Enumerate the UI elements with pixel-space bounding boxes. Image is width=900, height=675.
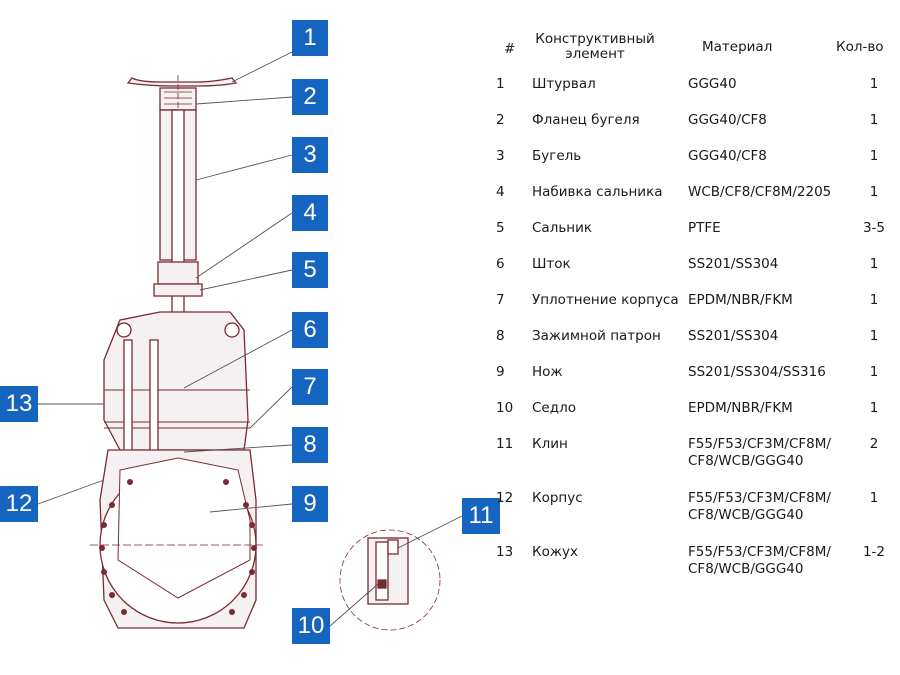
handwheel [126, 77, 238, 87]
row-quantity: 1 [869, 490, 879, 506]
row-number: 2 [496, 112, 505, 128]
row-number: 9 [496, 364, 505, 380]
row-quantity: 1 [869, 256, 879, 272]
row-material: F55/F53/CF3M/CF8M/ CF8/WCB/GGG40 [688, 544, 831, 577]
row-material: EPDM/NBR/FKM [688, 292, 793, 308]
row-material: PTFE [688, 220, 721, 236]
row-quantity: 1 [869, 112, 879, 128]
row-material: EPDM/NBR/FKM [688, 400, 793, 416]
row-element: Нож [532, 364, 563, 380]
row-material: SS201/SS304/SS316 [688, 364, 826, 380]
row-number: 8 [496, 328, 505, 344]
row-quantity: 1 [869, 76, 879, 92]
callout-3: 3 [292, 137, 328, 173]
row-element: Сальник [532, 220, 593, 236]
callout-11: 11 [462, 498, 500, 534]
header-element: Конструктивный элемент [535, 31, 655, 62]
callout-10: 10 [292, 608, 330, 644]
row-number: 13 [496, 544, 514, 560]
callout-2: 2 [292, 79, 328, 115]
detail-circle [339, 529, 441, 631]
row-number: 4 [496, 184, 505, 200]
header-material: Материал [702, 39, 773, 55]
callout-13: 13 [0, 386, 38, 422]
row-material: WCB/CF8/CF8M/2205 [688, 184, 832, 200]
row-material: SS201/SS304 [688, 328, 779, 344]
row-number: 11 [496, 436, 514, 452]
row-material: F55/F53/CF3M/CF8M/ CF8/WCB/GGG40 [688, 490, 831, 523]
callout-6: 6 [292, 312, 328, 348]
row-quantity: 1 [869, 184, 879, 200]
row-quantity: 3-5 [862, 220, 886, 236]
row-quantity: 1 [869, 364, 879, 380]
row-element: Набивка сальника [532, 184, 663, 200]
row-quantity: 1 [869, 400, 879, 416]
callout-5: 5 [292, 252, 328, 288]
row-element: Корпус [532, 490, 583, 506]
row-element: Клин [532, 436, 568, 452]
row-material: F55/F53/CF3M/CF8M/ CF8/WCB/GGG40 [688, 436, 831, 469]
row-element: Кожух [532, 544, 578, 560]
row-number: 3 [496, 148, 505, 164]
row-element: Штурвал [532, 76, 596, 92]
callout-4: 4 [292, 195, 328, 231]
row-quantity: 1 [869, 292, 879, 308]
row-number: 12 [496, 490, 514, 506]
row-element: Седло [532, 400, 576, 416]
callout-8: 8 [292, 427, 328, 463]
callout-12: 12 [0, 486, 38, 522]
knife-gate [117, 457, 251, 599]
callout-1: 1 [292, 20, 328, 56]
row-element: Шток [532, 256, 571, 272]
row-quantity: 1 [869, 328, 879, 344]
header-num: # [504, 41, 516, 57]
callout-9: 9 [292, 486, 328, 522]
row-number: 7 [496, 292, 505, 308]
row-quantity: 1 [869, 148, 879, 164]
row-number: 5 [496, 220, 505, 236]
row-number: 1 [496, 76, 505, 92]
row-material: GGG40/CF8 [688, 112, 767, 128]
row-number: 6 [496, 256, 505, 272]
callout-7: 7 [292, 369, 328, 405]
row-quantity: 2 [869, 436, 879, 452]
row-number: 10 [496, 400, 514, 416]
row-element: Уплотнение корпуса [532, 292, 679, 308]
row-element: Бугель [532, 148, 582, 164]
row-material: GGG40/CF8 [688, 148, 767, 164]
gland-flange [157, 261, 199, 285]
row-material: GGG40 [688, 76, 737, 92]
row-material: SS201/SS304 [688, 256, 779, 272]
row-quantity: 1-2 [862, 544, 886, 560]
row-element: Зажимной патрон [532, 328, 661, 344]
gate-valve-drawing [37, 51, 463, 631]
row-element: Фланец бугеля [532, 112, 640, 128]
header-qty: Кол-во [836, 39, 884, 55]
